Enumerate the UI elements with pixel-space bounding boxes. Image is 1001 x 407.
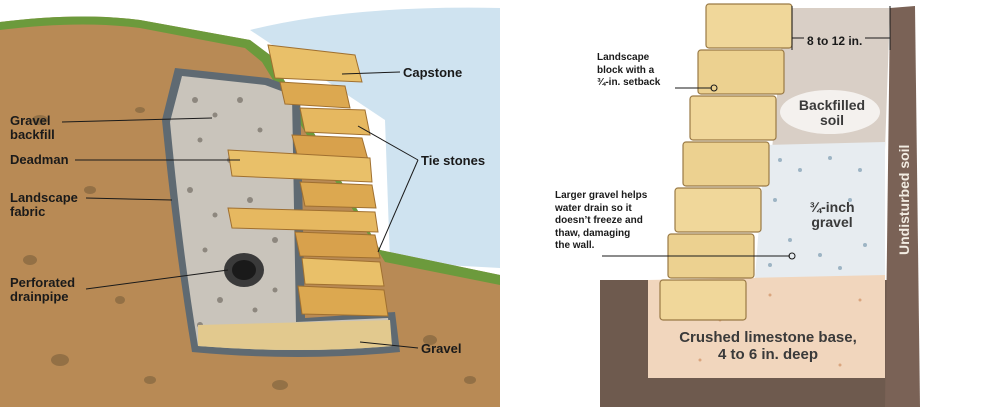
label-landscape-fabric-line2: fabric	[10, 203, 46, 219]
label-perforated-drainpipe-line2: drainpipe	[10, 288, 69, 304]
note-line3: doesn’t freeze and	[555, 215, 643, 226]
label-landscape-fabric: Landscape fabric	[10, 191, 78, 218]
sky-area	[250, 7, 500, 269]
label-base-line2: 4 to 6 in. deep	[717, 345, 819, 363]
note-line1: Larger gravel helps	[555, 190, 648, 201]
dry-stone-wall-diagram: Gravel backfill Deadman Landscape fabric…	[0, 0, 500, 407]
label-deadman: Deadman	[10, 152, 69, 167]
gravel-zone-texture	[768, 156, 867, 270]
label-perforated-drainpipe: Perforated drainpipe	[10, 276, 75, 303]
label-base-line1: Crushed limestone base,	[679, 329, 857, 346]
label-landscape-block-line3: ¾-in. setback	[597, 77, 661, 88]
label-tie-stones: Tie stones	[421, 153, 486, 168]
wall-stones	[227, 44, 389, 317]
label-backfilled-soil: Backfilled soil	[782, 97, 882, 129]
wall-cross-section-illustration	[0, 7, 500, 407]
note-line4: thaw, damaging	[555, 227, 631, 239]
label-landscape-block-line1: Landscape	[597, 52, 650, 63]
retaining-wall-diagram: 8 to 12 in. Landscape block with a ¾-in.…	[500, 0, 1001, 407]
label-undisturbed-soil: Undisturbed soil	[896, 144, 912, 255]
drainpipe-shape	[224, 253, 264, 287]
leader-lines	[61, 71, 419, 349]
earth-pebbles	[23, 107, 476, 390]
label-gravel-size-line2: gravel	[811, 214, 853, 231]
label-landscape-block: Landscape block with a ¾-in. setback	[597, 52, 660, 90]
label-gravel-size-line1: ¾-inch	[809, 199, 855, 215]
label-landscape-block-line2: block with a	[597, 64, 655, 76]
label-larger-gravel-note: Larger gravel helps water drain so it do…	[555, 190, 647, 253]
label-perforated-drainpipe-line1: Perforated	[10, 275, 76, 290]
note-line5: the wall.	[555, 240, 595, 251]
retaining-wall-illustration	[600, 3, 920, 407]
label-gravel: Gravel	[421, 341, 462, 356]
soil-highlight	[780, 90, 880, 134]
undisturbed-soil-shape	[885, 6, 920, 407]
label-backfilled-soil-line2: soil	[819, 112, 845, 129]
label-limestone-base: Crushed limestone base, 4 to 6 in. deep	[658, 329, 878, 363]
label-backfilled-soil-line1: Backfilled	[798, 97, 866, 113]
label-dimension: 8 to 12 in.	[804, 34, 866, 49]
right-leader-lines	[602, 84, 796, 260]
note-line2: water drain so it	[555, 202, 632, 214]
label-landscape-fabric-line1: Landscape	[10, 190, 78, 205]
label-gravel-size: ¾-inch gravel	[782, 199, 882, 231]
label-gravel-backfill: Gravel backfill	[10, 114, 55, 141]
label-capstone: Capstone	[403, 65, 463, 80]
gravel-zone-shape	[755, 142, 885, 278]
label-gravel-backfill-line1: Gravel	[10, 113, 51, 128]
gravel-base-shape	[198, 320, 392, 350]
label-gravel-backfill-line2: backfill	[10, 126, 55, 142]
